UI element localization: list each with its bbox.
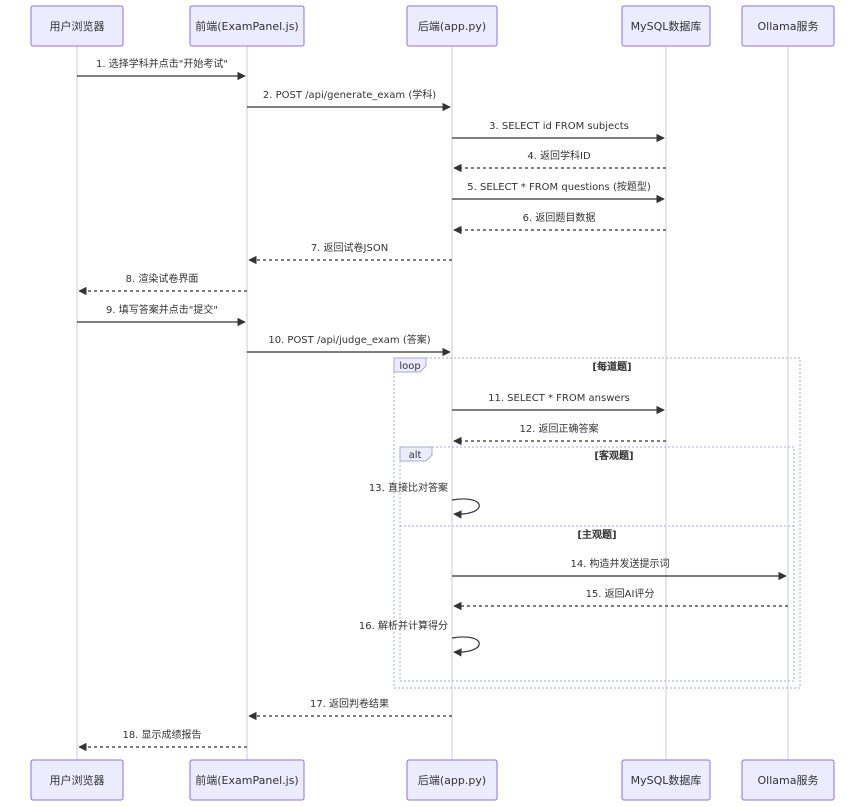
actor-box (406, 5, 498, 47)
actor-user-bottom: 用户浏览器 (30, 759, 124, 801)
message-9: 9. 填写答案并点击"提交" (77, 303, 246, 327)
message-7: 7. 返回试卷JSON (248, 241, 452, 265)
actor-ollama-top: Ollama服务 (741, 5, 835, 47)
loop-frame (393, 357, 801, 689)
actor-ollama-bottom: Ollama服务 (741, 759, 835, 801)
actor-frontend-top: 前端(ExamPanel.js) (189, 5, 305, 47)
message-6: 6. 返回题目数据 (453, 211, 666, 235)
actor-box (741, 759, 835, 801)
message-11: 11. SELECT * FROM answers (452, 393, 665, 415)
message-label: 1. 选择学科并点击"开始考试" (96, 57, 228, 70)
loop-label: loop (399, 361, 420, 372)
message-2: 2. POST /api/generate_exam (学科) (247, 88, 451, 112)
message-18: 18. 显示成绩报告 (78, 728, 247, 752)
message-label: 6. 返回题目数据 (523, 211, 596, 224)
alt-tab (399, 446, 433, 462)
actor-label: 前端(ExamPanel.js) (195, 773, 298, 787)
actor-mysql-top: MySQL数据库 (621, 5, 711, 47)
alt-fragment: alt [客观题] [主观题] (399, 446, 795, 682)
message-4: 4. 返回学科ID (453, 149, 666, 173)
loop-tab (393, 357, 427, 373)
message-13: 13. 直接比对答案 (369, 481, 480, 519)
alt-condition: [客观题] (594, 449, 633, 462)
actor-box (189, 759, 305, 801)
actor-box (621, 5, 711, 47)
actor-label: MySQL数据库 (631, 773, 702, 787)
message-10: 10. POST /api/judge_exam (答案) (247, 333, 451, 357)
message-label: 5. SELECT * FROM questions (按题型) (467, 180, 651, 193)
actor-label: 后端(app.py) (418, 774, 486, 787)
actor-label: MySQL数据库 (631, 19, 702, 33)
actor-label: 用户浏览器 (50, 19, 105, 33)
actor-mysql-bottom: MySQL数据库 (621, 759, 711, 801)
actor-box (406, 759, 498, 801)
message-label: 9. 填写答案并点击"提交" (106, 303, 218, 316)
message-label: 8. 渲染试卷界面 (126, 272, 199, 285)
actor-label: Ollama服务 (758, 20, 819, 33)
alt-else-condition: [主观题] (577, 528, 616, 541)
message-label: 17. 返回判卷结果 (310, 697, 389, 710)
loop-condition: [每道题] (592, 360, 631, 373)
message-label: 7. 返回试卷JSON (311, 241, 388, 254)
actor-box (189, 5, 305, 47)
actor-user-top: 用户浏览器 (30, 5, 124, 47)
message-15: 15. 返回AI评分 (453, 588, 788, 611)
message-16: 16. 解析并计算得分 (359, 619, 480, 657)
actor-frontend-bottom: 前端(ExamPanel.js) (189, 759, 305, 801)
message-14: 14. 构造并发送提示词 (452, 557, 787, 581)
message-label: 10. POST /api/judge_exam (答案) (268, 333, 430, 346)
message-label: 3. SELECT id FROM subjects (489, 121, 629, 132)
self-message-arrow (451, 498, 480, 519)
message-5: 5. SELECT * FROM questions (按题型) (452, 180, 665, 204)
actor-box (741, 5, 835, 47)
actor-backend-bottom: 后端(app.py) (406, 759, 498, 801)
actor-label: Ollama服务 (758, 774, 819, 787)
message-1: 1. 选择学科并点击"开始考试" (77, 57, 246, 81)
actor-label: 用户浏览器 (50, 773, 105, 787)
actor-backend-top: 后端(app.py) (406, 5, 498, 47)
actor-box (30, 759, 124, 801)
actor-box (30, 5, 124, 47)
message-label: 18. 显示成绩报告 (122, 728, 201, 741)
message-label: 2. POST /api/generate_exam (学科) (263, 88, 436, 101)
message-label: 12. 返回正确答案 (519, 422, 598, 435)
message-8: 8. 渲染试卷界面 (78, 272, 247, 296)
message-3: 3. SELECT id FROM subjects (452, 121, 665, 143)
message-label: 15. 返回AI评分 (586, 588, 655, 600)
message-label: 16. 解析并计算得分 (359, 619, 448, 632)
actor-label: 前端(ExamPanel.js) (195, 19, 298, 33)
actor-box (621, 759, 711, 801)
loop-fragment: loop [每道题] (393, 357, 801, 689)
alt-label: alt (409, 450, 422, 461)
message-12: 12. 返回正确答案 (453, 422, 666, 446)
message-label: 11. SELECT * FROM answers (488, 393, 630, 404)
message-17: 17. 返回判卷结果 (248, 697, 452, 721)
self-message-arrow (451, 636, 480, 657)
actor-label: 后端(app.py) (418, 20, 486, 33)
message-label: 14. 构造并发送提示词 (570, 557, 669, 570)
message-label: 13. 直接比对答案 (369, 481, 448, 494)
message-label: 4. 返回学科ID (527, 149, 591, 162)
alt-frame (399, 446, 795, 682)
